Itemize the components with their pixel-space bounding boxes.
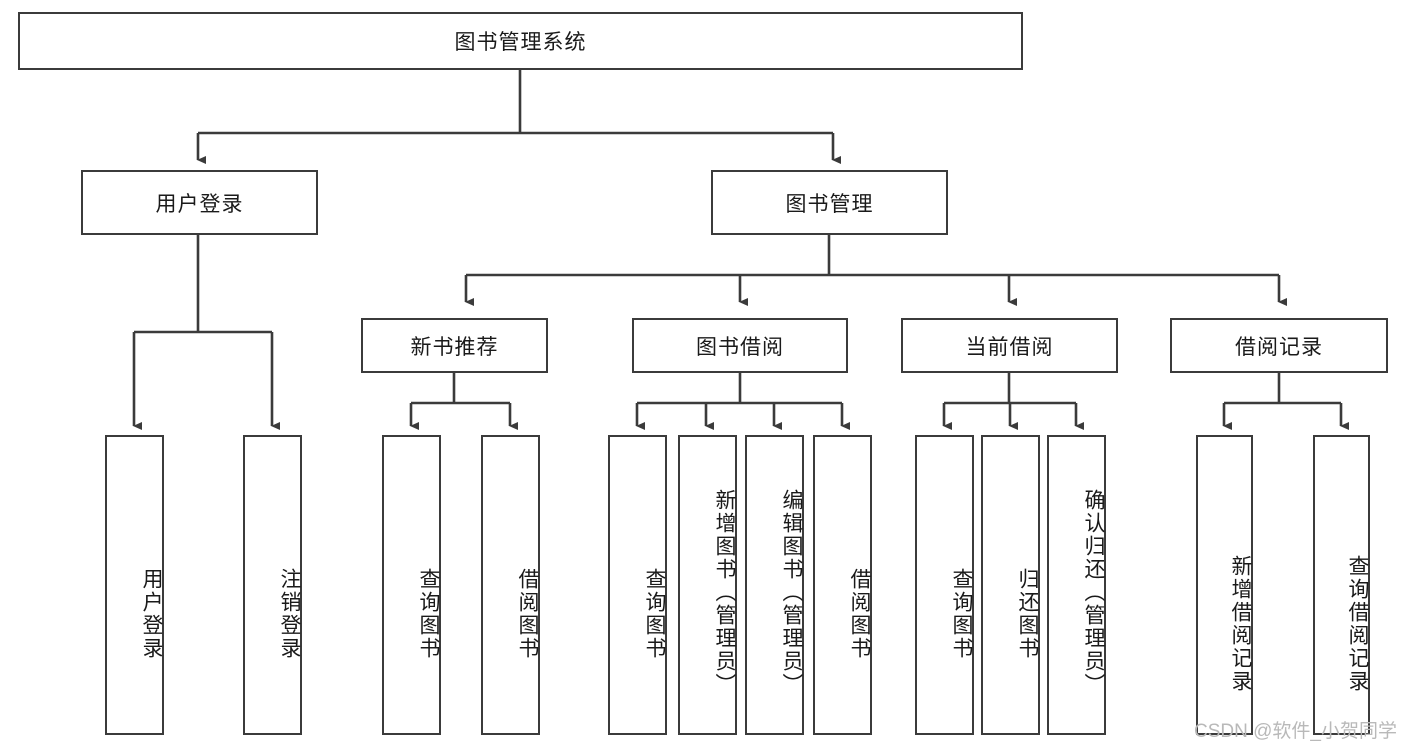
watermark-text: CSDN @软件_小贺同学 bbox=[1194, 721, 1397, 742]
node-book-borrow[interactable]: 图书借阅 bbox=[632, 318, 848, 373]
node-label: 当前借阅 bbox=[965, 335, 1054, 359]
leaf-user-logout[interactable]: 注销登录 bbox=[243, 435, 302, 735]
leaf-borrow-edit-book-admin[interactable]: 编辑图书（管理员） bbox=[745, 435, 804, 735]
leaf-current-query-book[interactable]: 查询图书 bbox=[915, 435, 974, 735]
node-label: 确认归还（管理员） bbox=[1082, 488, 1105, 696]
leaf-current-confirm-return-admin[interactable]: 确认归还（管理员） bbox=[1047, 435, 1106, 735]
leaf-record-query-borrow-record[interactable]: 查询借阅记录 bbox=[1313, 435, 1370, 735]
node-current-borrow[interactable]: 当前借阅 bbox=[901, 318, 1118, 373]
node-label: 查询图书 bbox=[643, 568, 666, 660]
leaf-record-add-borrow-record[interactable]: 新增借阅记录 bbox=[1196, 435, 1253, 735]
node-label: 借阅记录 bbox=[1235, 335, 1323, 359]
node-book-management[interactable]: 图书管理 bbox=[711, 170, 948, 235]
node-label: 注销登录 bbox=[278, 568, 301, 660]
node-borrow-record[interactable]: 借阅记录 bbox=[1170, 318, 1388, 373]
node-user-login[interactable]: 用户登录 bbox=[81, 170, 318, 235]
leaf-recommend-query-book[interactable]: 查询图书 bbox=[382, 435, 441, 735]
node-label: 图书管理 bbox=[785, 192, 874, 216]
node-label: 编辑图书（管理员） bbox=[780, 488, 803, 696]
node-label: 借阅图书 bbox=[848, 568, 871, 660]
node-label: 新书推荐 bbox=[410, 335, 499, 359]
node-label: 查询借阅记录 bbox=[1346, 555, 1369, 693]
node-label: 查询图书 bbox=[417, 568, 440, 660]
node-label: 新增借阅记录 bbox=[1229, 555, 1252, 693]
leaf-borrow-query-book[interactable]: 查询图书 bbox=[608, 435, 667, 735]
node-label: 归还图书 bbox=[1016, 568, 1039, 660]
leaf-borrow-borrow-book[interactable]: 借阅图书 bbox=[813, 435, 872, 735]
node-label: 图书借阅 bbox=[696, 335, 784, 359]
node-root-system[interactable]: 图书管理系统 bbox=[18, 12, 1023, 70]
node-label: 查询图书 bbox=[950, 568, 973, 660]
leaf-borrow-add-book-admin[interactable]: 新增图书（管理员） bbox=[678, 435, 737, 735]
leaf-recommend-borrow-book[interactable]: 借阅图书 bbox=[481, 435, 540, 735]
node-label: 用户登录 bbox=[140, 568, 163, 660]
node-new-book-recommend[interactable]: 新书推荐 bbox=[361, 318, 548, 373]
node-label: 新增图书（管理员） bbox=[713, 488, 736, 696]
leaf-user-login[interactable]: 用户登录 bbox=[105, 435, 164, 735]
leaf-current-return-book[interactable]: 归还图书 bbox=[981, 435, 1040, 735]
node-label: 用户登录 bbox=[155, 192, 244, 216]
node-label: 图书管理系统 bbox=[454, 31, 587, 54]
node-label: 借阅图书 bbox=[516, 568, 539, 660]
